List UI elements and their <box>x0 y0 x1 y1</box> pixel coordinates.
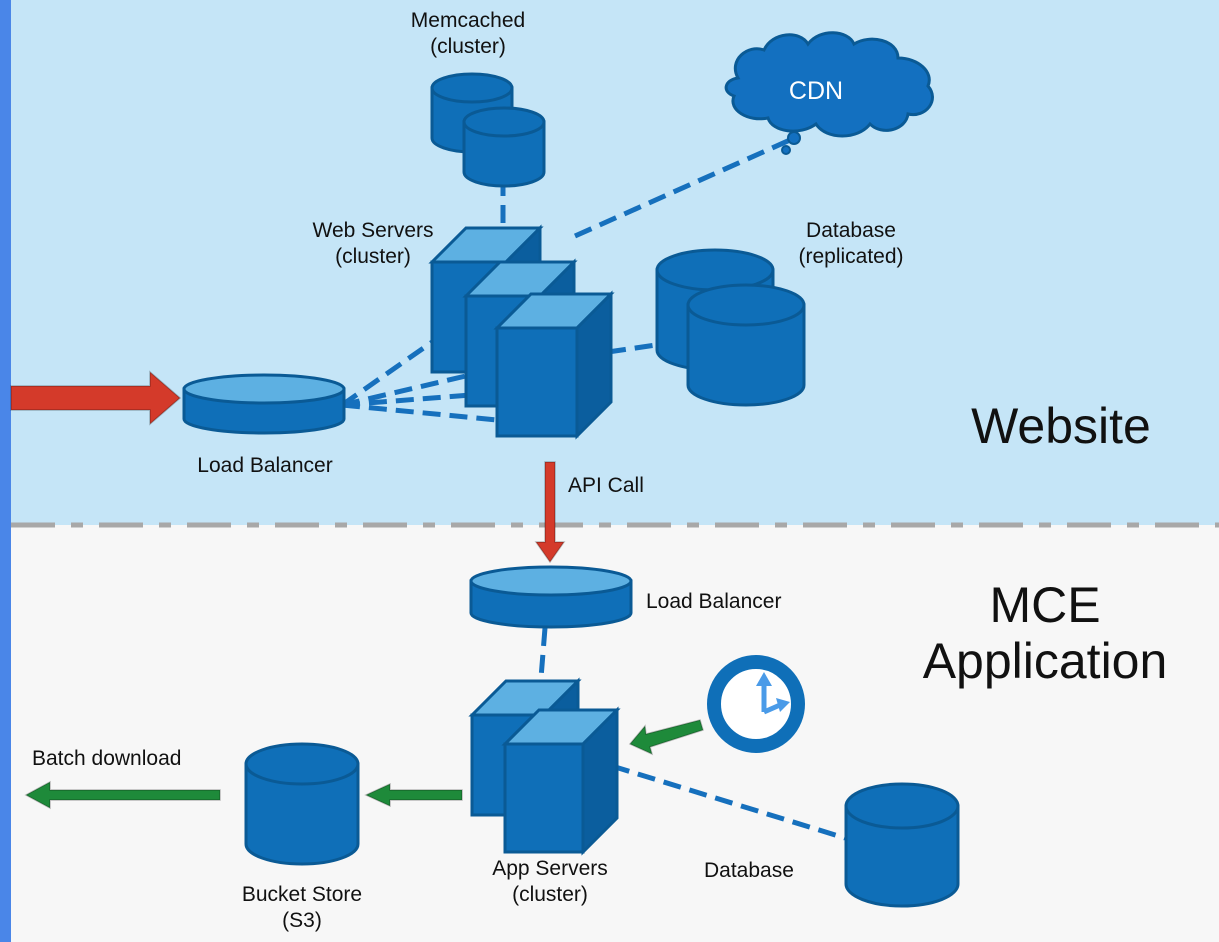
memcached-cylinder-front-top <box>462 106 546 138</box>
bucket-store-label-line1: Bucket Store <box>241 883 363 906</box>
mce-load-balancer-label: Load Balancer <box>646 590 782 613</box>
database-replicated-label-line1: Database <box>806 219 896 242</box>
link-lb-web2 <box>341 372 471 408</box>
link-app-database <box>611 763 846 841</box>
left-accent-bar <box>0 0 11 942</box>
clock-hand-tip-right <box>776 698 790 712</box>
bucket-store-label-line2: (S3) <box>282 909 322 932</box>
website-load-balancer-top <box>182 373 346 405</box>
batch-download-arrow <box>24 780 221 810</box>
app-to-bucket-arrow <box>364 782 463 808</box>
bucket-store-cylinder-top <box>244 742 360 786</box>
cdn-cloud-shape <box>724 31 934 138</box>
website-section-label: Website <box>971 398 1151 454</box>
batch-download-label: Batch download <box>32 747 182 770</box>
app-server-front <box>501 706 621 856</box>
memcached-cylinder-front-body <box>462 120 546 188</box>
web-server-front-front-face <box>495 326 579 438</box>
database-replicated-label-line2: (replicated) <box>798 245 904 268</box>
mce-database-cylinder-top <box>844 782 960 830</box>
web-servers-label: Web Servers (cluster) <box>278 218 468 270</box>
cdn-cloud-bubble-large <box>787 131 801 145</box>
website-zone-background <box>0 0 1219 525</box>
clock-hand-tip-up <box>756 672 772 686</box>
mce-database-label: Database <box>704 859 794 882</box>
clock-ring <box>707 655 805 753</box>
bucket-store-cylinder-body <box>244 762 360 866</box>
website-load-balancer-label: Load Balancer <box>197 454 333 477</box>
mce-section-label-line1: MCE <box>989 577 1101 633</box>
cdn-cloud-icon <box>724 31 934 155</box>
bucket-store-cylinder <box>244 742 360 866</box>
app-servers-label-line2: (cluster) <box>512 883 588 906</box>
link-webservers-cdn <box>573 137 792 239</box>
memcached-cylinder-front <box>462 106 546 188</box>
api-call-arrow <box>534 461 566 564</box>
mce-load-balancer <box>469 565 633 629</box>
mce-database-cylinder <box>844 782 960 908</box>
mce-database-cylinder-body <box>844 804 960 908</box>
web-servers-label-line2: (cluster) <box>335 245 411 268</box>
database-replicated-front-top <box>686 283 806 327</box>
app-servers-label: App Servers (cluster) <box>470 856 630 908</box>
mce-section-label: MCE Application <box>880 577 1210 689</box>
scheduler-trigger-arrow <box>628 719 704 756</box>
api-call-label: API Call <box>568 474 644 497</box>
website-load-balancer <box>182 373 346 435</box>
app-server-front-front-face <box>503 742 585 854</box>
database-replicated-front-body <box>686 303 806 407</box>
memcached-label-line1: Memcached <box>410 9 526 32</box>
database-replicated-label: Database (replicated) <box>766 218 936 270</box>
mce-load-balancer-top <box>469 565 633 597</box>
cdn-cloud-bubble-small <box>781 145 791 155</box>
web-servers-label-line1: Web Servers <box>312 219 434 242</box>
bucket-store-label: Bucket Store (S3) <box>222 882 382 934</box>
memcached-cylinder-back-top <box>430 72 514 104</box>
mce-section-label-line2: Application <box>922 633 1168 689</box>
scheduler-clock-icon <box>707 655 805 753</box>
cdn-label: CDN <box>788 77 844 105</box>
incoming-request-arrow <box>10 370 182 426</box>
memcached-label-line2: (cluster) <box>430 35 506 58</box>
link-lb-appservers <box>538 627 548 679</box>
memcached-label: Memcached (cluster) <box>398 8 538 60</box>
web-server-front <box>493 290 615 440</box>
app-servers-label-line1: App Servers <box>492 857 608 880</box>
link-lb-web1 <box>340 337 437 408</box>
database-replicated-front <box>686 283 806 407</box>
clock-hand-horizontal <box>762 702 782 715</box>
